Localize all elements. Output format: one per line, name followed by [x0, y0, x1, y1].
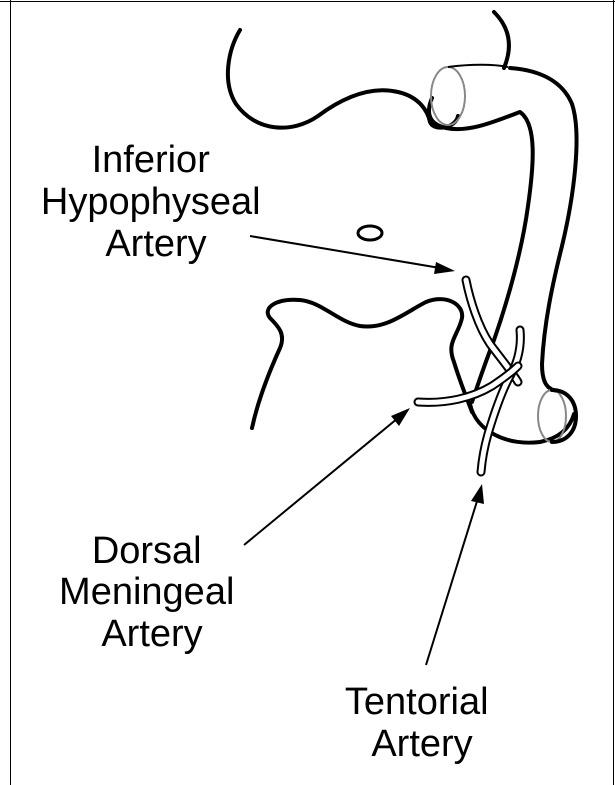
label-line: Artery: [371, 723, 472, 765]
sella-outline: [252, 299, 472, 428]
label-line: Meningeal: [59, 571, 234, 613]
label-line: Tentorial: [345, 681, 489, 723]
label-line: Artery: [105, 223, 206, 265]
tentorial-arrowhead: [471, 484, 484, 504]
oval-landmark: [358, 226, 382, 240]
carotid-lumen-upper: [431, 67, 465, 125]
carotid-lumen-upper-rim: [448, 65, 508, 67]
inferior-hypophyseal-label: Inferior Hypophyseal Artery: [41, 139, 271, 265]
dorsal-meningeal-arrow-shaft: [244, 418, 398, 545]
dorsal-meningeal-label: Dorsal Meningeal Artery: [59, 530, 245, 655]
label-line: Hypophyseal: [41, 181, 261, 223]
label-line: Dorsal: [92, 530, 202, 572]
tentorial-arrow-shaft: [426, 498, 478, 665]
inferior-hypophyseal-arrowhead: [434, 262, 455, 274]
label-line: Artery: [101, 613, 202, 655]
inferior-hypophyseal-arrow-shaft: [250, 236, 440, 268]
dorsal-meningeal-arrowhead: [391, 408, 410, 426]
tentorial-label: Tentorial Artery: [345, 681, 499, 765]
label-line: Inferior: [92, 139, 211, 181]
carotid-lumen-lower: [538, 390, 566, 442]
upper-structure-right-outline: [494, 12, 509, 68]
upper-structure-outline: [228, 30, 458, 128]
